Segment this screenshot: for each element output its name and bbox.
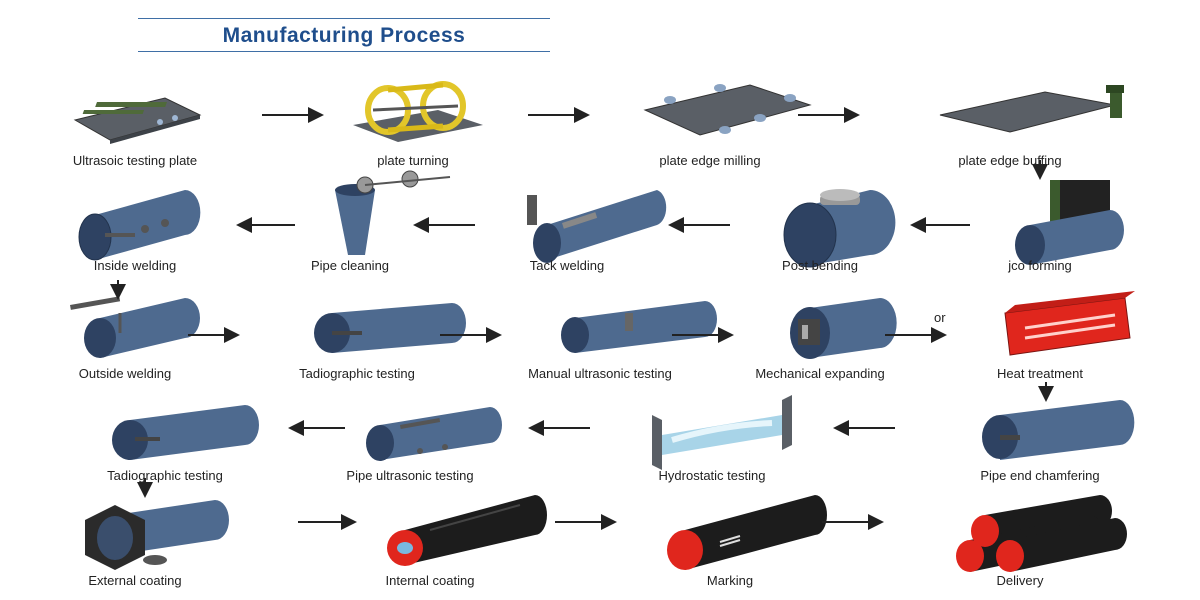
step-label: plate edge milling — [659, 153, 761, 168]
step-heat-treatment: Heat treatment — [945, 291, 1135, 388]
step-label: Marking — [706, 573, 754, 588]
step-label: Delivery — [996, 573, 1044, 588]
delivery-icon — [956, 495, 1127, 572]
page-title: Manufacturing Process — [222, 24, 466, 47]
step-hydrostatic-testing: Hydrostatic testing — [617, 395, 807, 490]
edge-milling-icon — [643, 84, 812, 136]
pipe-ultrasonic-icon — [366, 407, 502, 461]
step-label: plate turning — [377, 153, 449, 168]
radiographic-testing-icon — [314, 303, 466, 353]
inside-welding-icon — [78, 190, 201, 261]
step-plate-edge-milling: plate edge milling — [615, 80, 812, 175]
or-label: or — [934, 310, 946, 325]
step-label: jco forming — [1008, 258, 1072, 273]
step-ultrasonic-testing-plate: Ultrasoic testing plate — [40, 80, 230, 175]
post-bending-icon — [783, 189, 896, 268]
step-post-bending: Post bending — [725, 185, 915, 280]
title-box: Manufacturing Process — [138, 18, 550, 52]
hydrostatic-testing-icon — [652, 395, 792, 470]
internal-coating-icon — [387, 495, 547, 566]
step-label: Tadiographic testing — [107, 468, 223, 483]
marking-icon — [667, 495, 827, 570]
step-pipe-cleaning: Pipe cleaning — [255, 170, 451, 280]
step-label: Mechanical expanding — [755, 366, 885, 381]
step-pipe-end-chamfering: Pipe end chamfering — [945, 395, 1135, 490]
step-label: Pipe ultrasonic testing — [346, 468, 474, 483]
step-label: Post bending — [782, 258, 858, 273]
step-pipe-ultrasonic-testing: Pipe ultrasonic testing — [315, 395, 505, 490]
step-marking: Marking — [635, 495, 827, 595]
step-label: Manual ultrasonic testing — [528, 366, 672, 381]
step-outside-welding: Outside welding — [30, 293, 220, 388]
step-external-coating: External coating — [40, 500, 230, 595]
step-radiographic-testing-2: Tadiographic testing — [70, 395, 260, 490]
step-label: Pipe end chamfering — [980, 468, 1100, 483]
step-mechanical-expanding: Mechanical expanding — [725, 293, 915, 388]
jco-forming-icon — [1015, 180, 1124, 265]
step-delivery: Delivery — [925, 495, 1127, 595]
ultrasonic-plate-icon — [73, 97, 202, 144]
step-plate-turning: plate turning — [318, 80, 508, 175]
step-label: Inside welding — [93, 258, 177, 273]
pipe-cleaning-icon — [335, 170, 451, 255]
step-label: External coating — [88, 573, 182, 588]
external-coating-icon — [85, 500, 229, 570]
end-chamfering-icon — [982, 400, 1135, 460]
step-jco-forming: jco forming — [945, 180, 1135, 280]
step-inside-welding: Inside welding — [40, 185, 230, 280]
edge-buffing-icon — [939, 85, 1124, 133]
step-internal-coating: Internal coating — [335, 495, 547, 595]
step-manual-ultrasonic-testing: Manual ultrasonic testing — [505, 293, 717, 388]
step-label: Outside welding — [78, 366, 172, 381]
outside-welding-icon — [69, 296, 200, 358]
mechanical-expanding-icon — [790, 298, 897, 359]
step-label: Hydrostatic testing — [658, 468, 766, 483]
plate-turning-icon — [353, 81, 483, 142]
step-label: Tack welding — [529, 258, 605, 273]
step-label: Pipe cleaning — [310, 258, 390, 273]
step-tack-welding: Tack welding — [472, 185, 667, 280]
tack-welding-icon — [527, 190, 667, 263]
heat-treatment-icon — [1004, 291, 1135, 356]
step-label: Tadiographic testing — [299, 366, 415, 381]
step-radiographic-testing-1: Tadiographic testing — [262, 293, 466, 388]
radiographic-testing-icon — [112, 405, 259, 460]
manual-ultrasonic-icon — [561, 301, 717, 353]
step-label: Ultrasoic testing plate — [72, 153, 198, 168]
step-label: Heat treatment — [997, 366, 1083, 381]
step-label: Internal coating — [385, 573, 475, 588]
